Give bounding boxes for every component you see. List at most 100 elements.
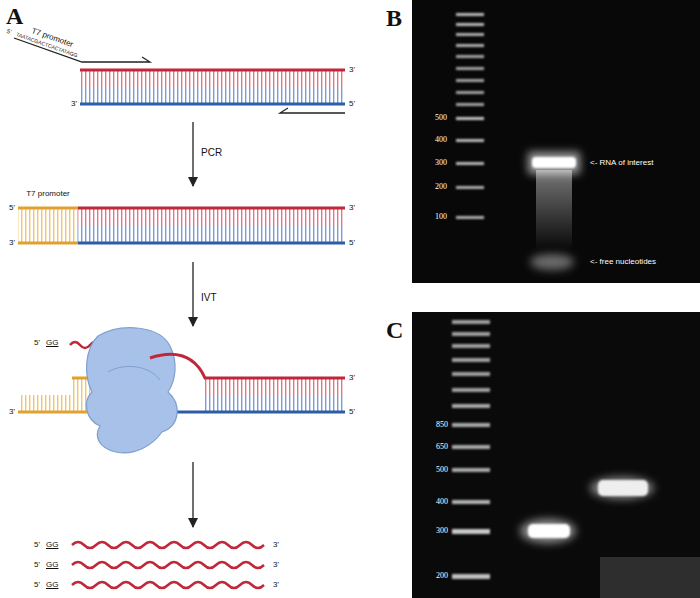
dna-duplex — [78, 209, 345, 226]
dna-duplex — [80, 69, 345, 72]
end-label: 5' — [34, 581, 40, 589]
transcription-complex — [108, 366, 160, 380]
dna-duplex — [78, 242, 345, 245]
ladder-band — [452, 320, 490, 579]
panel-letter: B — [386, 6, 402, 30]
dna-duplex — [18, 242, 78, 245]
size-marker: 300 — [435, 159, 447, 167]
size-marker: 200 — [435, 183, 447, 191]
ladder-band — [452, 445, 490, 449]
ladder-band — [452, 529, 490, 534]
transcription-complex — [20, 395, 92, 411]
rna-product — [72, 562, 264, 568]
gel-image — [412, 312, 700, 598]
end-label: 3' — [9, 239, 15, 247]
dna-duplex — [18, 226, 78, 242]
size-marker: 400 — [435, 136, 447, 144]
ladder-band — [452, 332, 490, 336]
end-label: 3' — [349, 66, 355, 74]
ladder-band — [452, 388, 490, 392]
transcription-complex — [86, 328, 177, 453]
ladder-band — [456, 55, 484, 58]
size-marker: 500 — [436, 466, 448, 474]
size-marker: 650 — [436, 443, 448, 451]
size-marker: 300 — [436, 527, 448, 535]
ladder-band — [456, 33, 484, 36]
ladder-band — [456, 13, 484, 219]
transcription-complex — [205, 395, 345, 411]
rna-band — [536, 170, 572, 250]
ladder-band — [456, 216, 484, 219]
transcription-complex — [18, 328, 345, 453]
band-annotation: <- free nucleotides — [590, 258, 656, 266]
ladder-band — [452, 358, 490, 362]
ladder-band — [452, 404, 490, 408]
ladder-band — [456, 23, 484, 26]
cap-label: GG — [46, 339, 58, 347]
ladder-band — [452, 344, 490, 348]
cap-label: GG — [46, 541, 58, 549]
cap-label: GG — [46, 581, 58, 589]
size-marker: 100 — [435, 213, 447, 221]
panel-letter: A — [6, 4, 23, 28]
rna-band — [590, 477, 654, 499]
ladder-band — [456, 67, 484, 70]
rna-band — [528, 524, 570, 538]
step-label: IVT — [201, 293, 217, 303]
size-marker: 400 — [436, 498, 448, 506]
rna-product — [72, 542, 264, 588]
transcription-complex — [18, 411, 95, 414]
gel-image — [412, 0, 700, 283]
rna-product — [72, 582, 264, 588]
size-marker: 850 — [436, 421, 448, 429]
rna-band — [520, 477, 654, 543]
end-label: 3' — [273, 581, 279, 589]
rna-band — [520, 519, 576, 543]
end-label: 5' — [34, 339, 40, 347]
ladder-band — [452, 320, 490, 324]
rna-band — [528, 152, 580, 270]
dna-duplex — [80, 70, 345, 104]
primer — [280, 108, 345, 113]
dna-duplex — [80, 87, 345, 103]
ladder-band — [452, 468, 490, 472]
end-label: 3' — [349, 374, 355, 382]
end-label: 5' — [349, 239, 355, 247]
ladder-band — [456, 117, 484, 120]
rna-band — [598, 480, 648, 496]
dna-duplex — [78, 226, 345, 242]
ladder-band — [456, 139, 484, 142]
end-label: 3' — [273, 541, 279, 549]
step-arrow — [192, 122, 193, 186]
ladder-band — [452, 372, 490, 376]
step-label: PCR — [201, 148, 222, 158]
ladder-band — [456, 91, 484, 94]
rna-band — [532, 157, 576, 168]
transcription-complex — [150, 354, 345, 378]
dna-duplex — [80, 103, 345, 106]
cap-label: GG — [46, 561, 58, 569]
end-label: 5' — [349, 100, 355, 108]
dna-duplex — [78, 207, 345, 210]
ladder-band — [456, 79, 484, 82]
end-label: 3' — [9, 408, 15, 416]
end-label: 5' — [349, 408, 355, 416]
rna-band — [530, 254, 574, 270]
ladder-band — [452, 574, 490, 579]
end-label: 3' — [71, 100, 77, 108]
end-label: 3' — [349, 204, 355, 212]
ladder-band — [456, 13, 484, 16]
end-label: 5' — [6, 28, 12, 35]
dna-duplex — [18, 208, 345, 243]
dna-duplex — [18, 207, 78, 210]
mask-block — [600, 557, 700, 598]
promoter-label: T7 promoter — [26, 190, 70, 198]
end-label: 5' — [34, 561, 40, 569]
end-label: 5' — [34, 541, 40, 549]
panel-letter: C — [386, 318, 403, 342]
ladder-band — [456, 103, 484, 106]
dna-duplex — [80, 71, 345, 87]
band-annotation: <- RNA of interest — [590, 159, 653, 167]
